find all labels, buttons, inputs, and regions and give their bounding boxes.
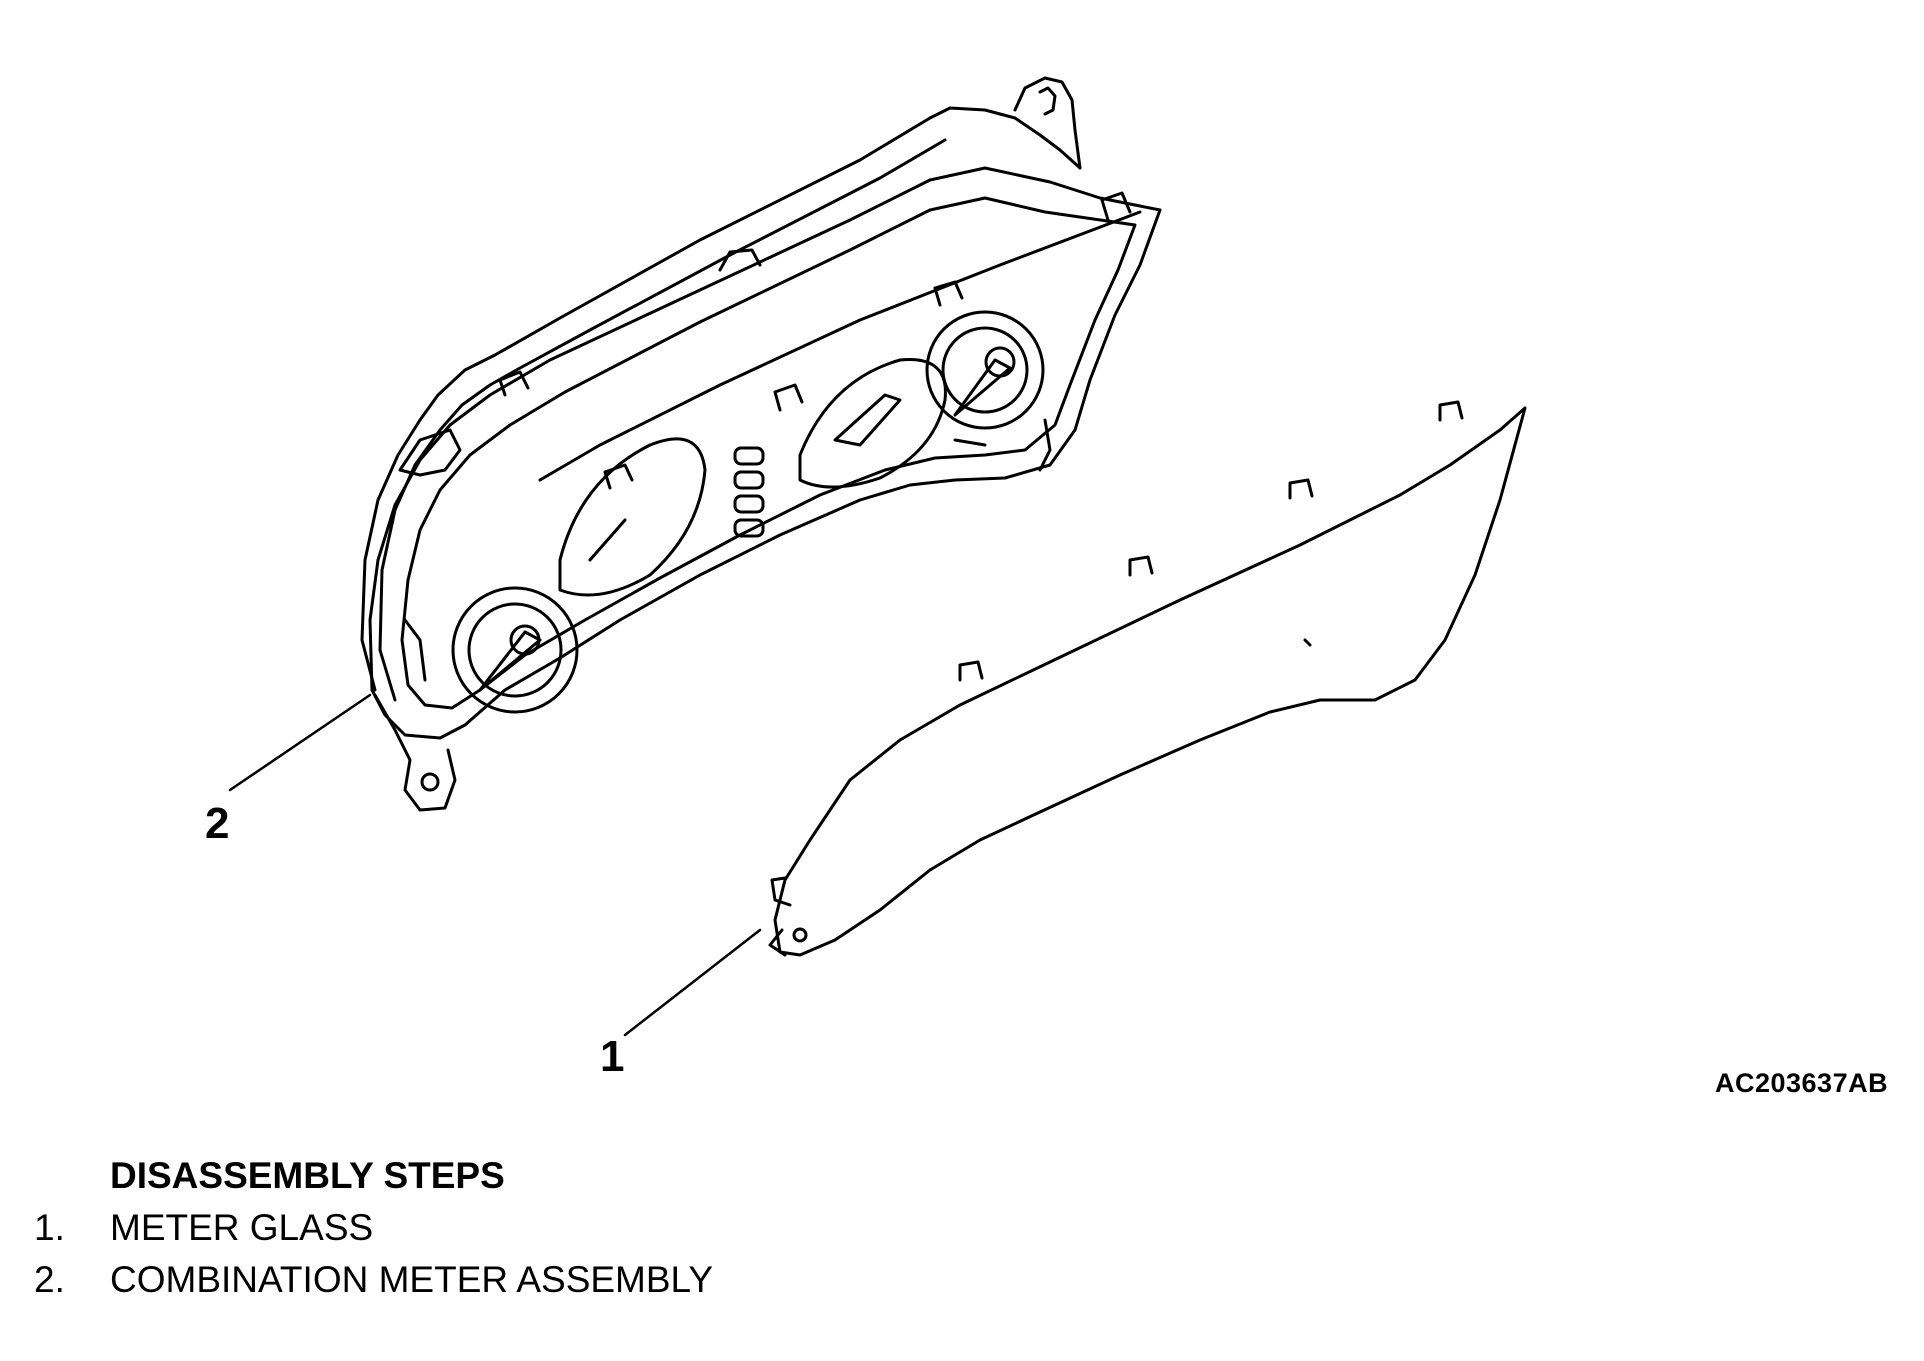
meter-glass [768, 400, 1527, 957]
combination-meter-assembly [360, 76, 1162, 812]
step-label: COMBINATION METER ASSEMBLY [110, 1259, 714, 1300]
step-item: 2. COMBINATION METER ASSEMBLY [34, 1254, 713, 1306]
step-label: METER GLASS [110, 1207, 374, 1248]
step-number: 1. [34, 1207, 65, 1248]
step-number: 2. [34, 1259, 65, 1300]
illustration-code: AC203637AB [1715, 1068, 1889, 1098]
callout-1: 1 [600, 1032, 625, 1081]
step-item: 1. METER GLASS [34, 1202, 713, 1254]
steps-heading: DISASSEMBLY STEPS [110, 1155, 505, 1196]
disassembly-steps: DISASSEMBLY STEPS 1. METER GLASS 2. COMBIN… [34, 1150, 713, 1306]
callout-2: 2 [205, 799, 230, 848]
